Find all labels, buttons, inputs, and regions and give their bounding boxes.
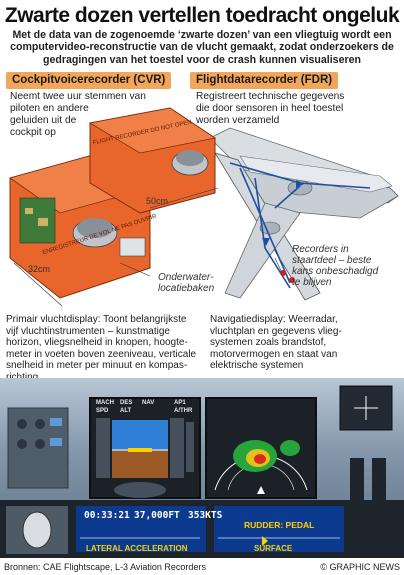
surface-readout: SURFACE — [254, 544, 293, 553]
cvr-caption: Neemt twee uur stemmen van piloten en an… — [10, 91, 146, 138]
fdr-label: Flightdatarecorder (FDR) — [190, 72, 339, 89]
dim-width: 50cm — [146, 196, 169, 206]
altitude-readout: 37,000FT — [134, 510, 180, 521]
rudder-readout: RUDDER: PEDAL — [244, 520, 315, 530]
credit: © GRAPHIC NEWS — [320, 562, 400, 572]
intro-text: Met de data van de zogenoemde ‘zwarte do… — [10, 29, 394, 66]
pfd-tag: NAV — [142, 400, 155, 406]
pfd-tag: DES — [120, 400, 133, 406]
pfd-tag: ALT — [120, 408, 132, 414]
sources: Bronnen: CAE Flightscape, L-3 Aviation R… — [4, 562, 206, 572]
airplane-illustration — [209, 127, 399, 301]
recorders-note: Recorders in staartdeel – beste kans onb… — [292, 244, 379, 288]
pfd-tag: AP1 — [174, 400, 186, 406]
fdr-recorder — [88, 107, 217, 214]
lateral-readout: LATERAL ACCELERATION — [86, 544, 188, 553]
time-readout: 00:33:21 — [84, 510, 130, 521]
footer: Bronnen: CAE Flightscape, L-3 Aviation R… — [0, 560, 404, 575]
cvr-label: Cockpitvoicerecorder (CVR) — [6, 72, 172, 89]
nd-description: Navigatiedisplay: Weerradar, vluchtplan … — [210, 314, 342, 372]
speed-readout: 353KTS — [188, 510, 223, 521]
cockpit-illustration — [0, 385, 404, 558]
pfd-description: Primair vluchtdisplay: Toont belangrijks… — [6, 314, 197, 383]
pfd-tag: SPD — [96, 408, 109, 414]
fdr-caption: Registreert technische gegevens die door… — [196, 91, 345, 126]
pfd-tag: A/THR — [174, 408, 193, 414]
cockpit-panel: MACH DES NAV AP1 SPD ALT A/THR 00:33:21 … — [0, 378, 404, 558]
illustration — [9, 107, 399, 307]
pfd-tag: MACH — [96, 400, 114, 406]
beacon-label: Onderwater- locatiebaken — [158, 272, 215, 294]
page-title: Zwarte dozen vertellen toedracht ongeluk — [4, 4, 400, 27]
dim-depth: 32cm — [28, 264, 51, 274]
